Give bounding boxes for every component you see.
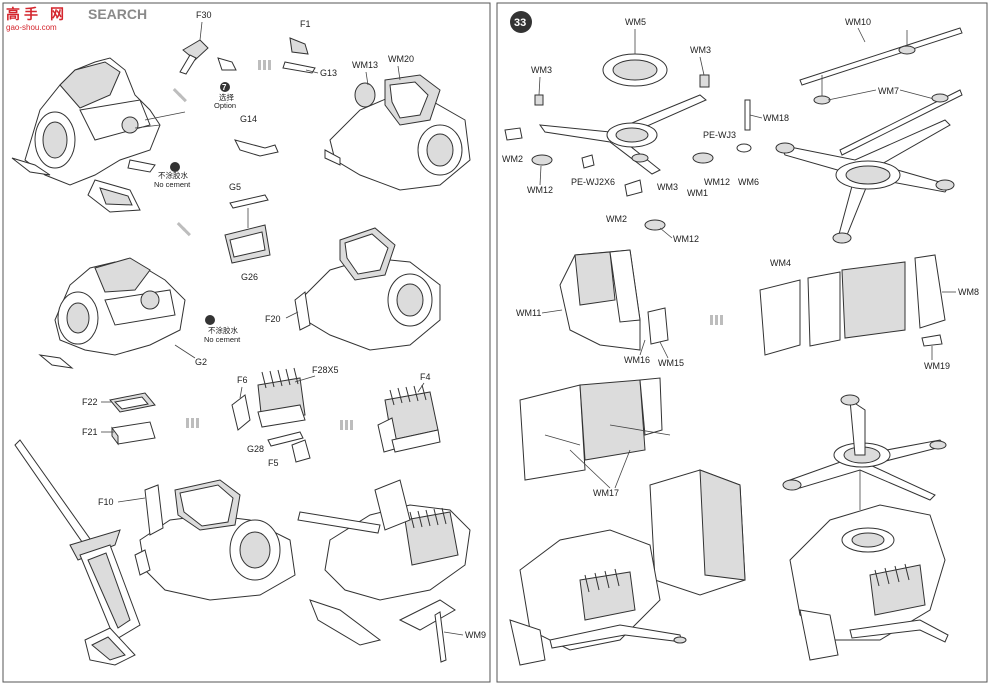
label-option-en: Option	[214, 101, 236, 110]
label-wm12-a: WM12	[527, 185, 553, 195]
label-f4: F4	[420, 372, 431, 382]
label-g26: G26	[241, 272, 258, 282]
label-wm10: WM10	[845, 17, 871, 27]
tripod-assembled	[775, 89, 963, 244]
label-wm6: WM6	[738, 177, 759, 187]
label-wm2-a: WM2	[502, 154, 523, 164]
watermark-char-1: 高	[6, 6, 20, 22]
watermark-search-text: SEARCH	[88, 6, 147, 22]
label-no-cement-cn-1: 不涂胶水	[158, 170, 188, 180]
feet-wm12	[531, 143, 752, 231]
step-number-badge	[510, 11, 532, 33]
label-f6: F6	[237, 375, 248, 385]
label-wm3-c: WM3	[657, 182, 678, 192]
label-f1: F1	[300, 19, 311, 29]
label-wm1: WM1	[687, 188, 708, 198]
arrow-diagonal-1	[172, 88, 187, 103]
label-wm17: WM17	[593, 488, 619, 498]
label-wm12-c: WM12	[673, 234, 699, 244]
label-f28x5: F28X5	[312, 365, 339, 375]
shield-assembly-final	[509, 469, 746, 666]
label-wm20: WM20	[388, 54, 414, 64]
label-f22: F22	[82, 397, 98, 407]
part-f1	[282, 37, 316, 74]
part-wm10-bar	[799, 27, 963, 105]
arrow-right-1	[186, 418, 199, 428]
option-icon-number: 7	[222, 83, 227, 92]
arrow-right-2	[340, 420, 353, 430]
label-pe-wj2x6: PE-WJ2X6	[571, 177, 615, 187]
label-wm9: WM9	[465, 630, 486, 640]
assembly-upper-left	[11, 57, 161, 213]
part-f4-assembly	[377, 384, 441, 453]
label-wm2-b: WM2	[606, 214, 627, 224]
label-wm3-b: WM3	[690, 45, 711, 55]
label-f5: F5	[268, 458, 279, 468]
label-g14: G14	[240, 114, 257, 124]
label-no-cement-cn-2: 不涂胶水	[208, 325, 238, 335]
label-g13: G13	[320, 68, 337, 78]
label-option-cn: 选择	[219, 92, 234, 102]
assembly-lower-right	[297, 479, 471, 663]
part-wm5-turntable	[602, 53, 668, 87]
no-cement-icon-1	[170, 162, 180, 172]
label-f21: F21	[82, 427, 98, 437]
step-number: 33	[514, 17, 526, 29]
label-wm18: WM18	[763, 113, 789, 123]
assembly-mid-left	[38, 257, 186, 369]
left-panel-border	[2, 2, 491, 683]
label-wm16: WM16	[624, 355, 650, 365]
part-g5-g26	[224, 194, 271, 264]
gun-barrel-assembly	[14, 439, 141, 666]
label-wm5: WM5	[625, 17, 646, 27]
label-g28: G28	[247, 444, 264, 454]
label-f30: F30	[196, 10, 212, 20]
label-f10: F10	[98, 497, 114, 507]
arrow-right-3	[710, 315, 723, 325]
label-no-cement-en-2: No cement	[204, 335, 241, 344]
label-g2: G2	[195, 357, 207, 367]
label-no-cement-en-1: No cement	[154, 180, 191, 189]
part-g14	[234, 139, 279, 157]
assembly-lower-mid	[134, 479, 296, 601]
label-wm11: WM11	[516, 308, 541, 318]
watermark-char-2: 手	[24, 6, 38, 22]
arrow-diagonal-2	[176, 222, 191, 237]
left-panel: F30 F1 G13 7 选择 Option G14 不涂胶水 No cemen…	[11, 10, 486, 666]
watermark-url: gao-shou.com	[6, 23, 57, 32]
part-f6-f28	[231, 367, 311, 463]
tripod-on-gun-assembly	[782, 394, 949, 661]
tripod-frame-exploded	[504, 74, 751, 197]
shield-wm11-exploded	[559, 249, 669, 351]
no-cement-icon-2	[205, 315, 215, 325]
assembly-mid-right	[294, 227, 441, 351]
option-icon	[220, 82, 230, 92]
part-f22-f21	[109, 392, 156, 446]
label-pe-wj3: PE-WJ3	[703, 130, 736, 140]
label-f20: F20	[265, 314, 281, 324]
label-wm7: WM7	[878, 86, 899, 96]
label-wm4: WM4	[770, 258, 791, 268]
part-f30	[179, 39, 237, 75]
label-wm15: WM15	[658, 358, 684, 368]
watermark-char-3: 网	[50, 6, 64, 22]
label-g5: G5	[229, 182, 241, 192]
shield-wm4-wm8	[759, 254, 946, 356]
watermark-logo: 高 手 网 SEARCH gao-shou.com	[6, 6, 147, 32]
label-wm12-b: WM12	[704, 177, 730, 187]
right-panel-border	[496, 2, 988, 683]
assembly-upper-right	[324, 74, 471, 191]
label-wm19: WM19	[924, 361, 950, 371]
label-wm3-a: WM3	[531, 65, 552, 75]
label-wm13: WM13	[352, 60, 378, 70]
label-wm8: WM8	[958, 287, 979, 297]
arrow-left-1	[258, 60, 271, 70]
shield-wm17-pins	[519, 377, 671, 481]
right-panel: 33 WM5 WM3 WM3 WM1	[502, 11, 979, 666]
